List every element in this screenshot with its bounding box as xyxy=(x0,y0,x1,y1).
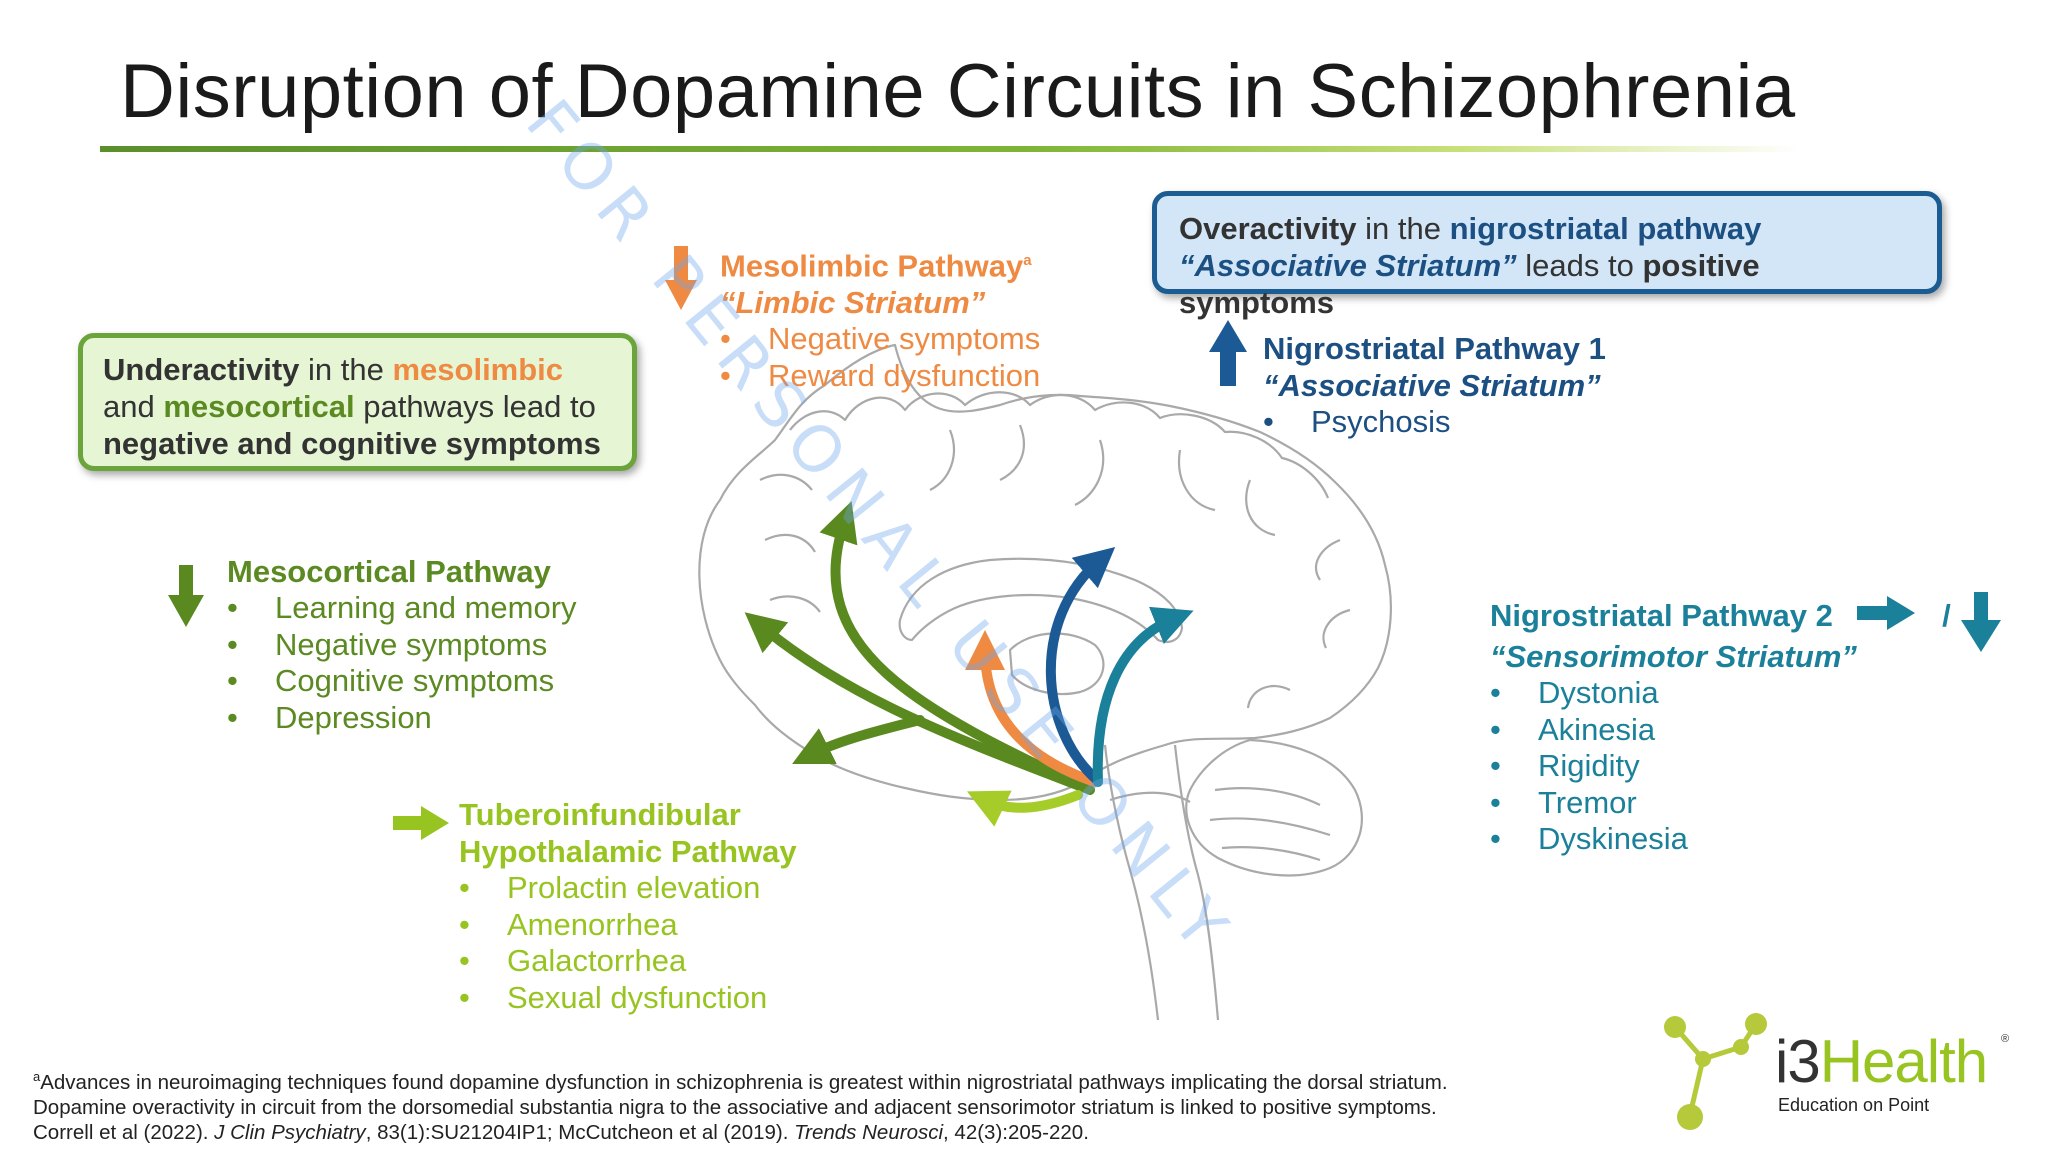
brain-outline xyxy=(698,343,1392,1021)
text-fragment: pathways lead to xyxy=(354,389,596,424)
footnote: aAdvances in neuroimaging techniques fou… xyxy=(33,1064,1448,1145)
tuberoinfundibular-arrow xyxy=(966,790,1083,827)
list-item: Galactorrhea xyxy=(459,943,797,980)
footnote-marker: a xyxy=(33,1069,41,1084)
list-item: Prolactin elevation xyxy=(459,870,797,907)
limbic-striatum-subheading: “Limbic Striatum” xyxy=(720,285,986,321)
footnote-marker: a xyxy=(1023,252,1032,269)
nigrostriatal-1-heading: Nigrostriatal Pathway 1 xyxy=(1263,331,1606,366)
nigrostriatal-2-section: Nigrostriatal Pathway 2 / “Sensorimotor … xyxy=(1490,592,2002,858)
text-fragment: leads to xyxy=(1516,248,1643,283)
text-fragment: and xyxy=(103,389,164,424)
logo-molecule-icon xyxy=(1664,1013,1767,1130)
mesolimbic-pathway-section: Mesolimbic Pathwaya “Limbic Striatum” Ne… xyxy=(720,242,1040,394)
list-item: Negative symptoms xyxy=(720,321,1040,358)
logo-prefix: i3 xyxy=(1775,1028,1821,1095)
list-item: Learning and memory xyxy=(227,590,577,627)
citation-text: Correll et al (2022). xyxy=(33,1120,215,1144)
mesocortical-arrow-frontal xyxy=(744,612,1090,793)
tuberoinfundibular-heading: Tuberoinfundibular xyxy=(459,797,741,832)
list-item: Amenorrhea xyxy=(459,907,797,944)
nigrostriatal-2-heading: Nigrostriatal Pathway 2 xyxy=(1490,598,1833,633)
citation-journal: J Clin Psychiatry xyxy=(214,1120,366,1144)
list-item: Rigidity xyxy=(1490,748,2001,785)
down-arrow-icon xyxy=(168,565,204,627)
underactivity-callout: Underactivity in the mesolimbic and meso… xyxy=(78,333,637,471)
overactivity-label: Overactivity xyxy=(1179,211,1357,246)
mesocortical-pathway-section: Mesocortical Pathway Learning and memory… xyxy=(227,553,577,736)
title-underline xyxy=(100,146,1800,152)
list-item: Cognitive symptoms xyxy=(227,663,577,700)
list-item: Sexual dysfunction xyxy=(459,980,797,1017)
sensorimotor-striatum-subheading: “Sensorimotor Striatum” xyxy=(1490,639,1857,674)
text-fragment: in the xyxy=(299,352,393,387)
logo-wordmark: i3Health xyxy=(1775,1027,1988,1096)
list-item: Tremor xyxy=(1490,785,2001,822)
list-item: Dystonia xyxy=(1490,675,2001,712)
nigrostriatal-2-arrow xyxy=(1092,606,1194,787)
logo-name: Health xyxy=(1819,1028,1988,1095)
separator: / xyxy=(1942,598,1951,633)
associative-striatum-subheading: “Associative Striatum” xyxy=(1263,368,1601,403)
logo-tagline: Education on Point xyxy=(1778,1095,1930,1115)
positive-symptoms-label: positive symptoms xyxy=(1179,248,1760,320)
mesolimbic-heading: Mesolimbic Pathway xyxy=(720,248,1024,284)
list-item: Psychosis xyxy=(1263,404,1606,441)
overactivity-callout: Overactivity in the nigrostriatal pathwa… xyxy=(1152,191,1942,320)
footnote-line: Dopamine overactivity in circuit from th… xyxy=(33,1095,1437,1119)
associative-striatum-label: “Associative Striatum” xyxy=(1179,248,1517,283)
right-arrow-icon xyxy=(1857,596,1916,630)
mesolimbic-arrow xyxy=(965,630,1100,787)
tuberoinfundibular-section: Tuberoinfundibular Hypothalamic Pathway … xyxy=(459,796,797,1016)
mesolimbic-label: mesolimbic xyxy=(392,352,564,387)
up-arrow-icon xyxy=(1209,320,1247,386)
mesocortical-label: mesocortical xyxy=(163,389,355,424)
list-item: Depression xyxy=(227,700,577,737)
mesocortical-arrow-upper xyxy=(819,501,1095,795)
pathway-arrows xyxy=(744,501,1194,827)
footnote-line: Advances in neuroimaging techniques foun… xyxy=(40,1070,1448,1094)
list-item: Akinesia xyxy=(1490,712,2001,749)
list-item: Reward dysfunction xyxy=(720,358,1040,395)
page-title: Disruption of Dopamine Circuits in Schiz… xyxy=(120,49,1796,134)
citation-text: , 42(3):205-220. xyxy=(943,1120,1089,1144)
nigrostriatal-label: nigrostriatal pathway xyxy=(1449,211,1762,246)
underactivity-label: Underactivity xyxy=(103,352,300,387)
citation-text: , 83(1):SU21204IP1; McCutcheon et al (20… xyxy=(365,1120,795,1144)
mesocortical-arrow-lower xyxy=(792,715,925,764)
right-arrow-icon xyxy=(393,806,449,840)
down-arrow-icon xyxy=(665,246,697,310)
down-arrow-icon xyxy=(1961,592,2002,652)
nigrostriatal-1-arrow xyxy=(1045,546,1116,785)
list-item: Negative symptoms xyxy=(227,627,577,664)
registered-mark: ® xyxy=(2001,1033,2010,1045)
nigrostriatal-1-section: Nigrostriatal Pathway 1 “Associative Str… xyxy=(1263,330,1606,441)
citation-journal: Trends Neurosci xyxy=(794,1120,944,1144)
list-item: Dyskinesia xyxy=(1490,821,2001,858)
text-fragment: in the xyxy=(1356,211,1450,246)
mesocortical-heading: Mesocortical Pathway xyxy=(227,554,551,589)
symptoms-label: negative and cognitive symptoms xyxy=(103,426,601,461)
hypothalamic-pathway-heading: Hypothalamic Pathway xyxy=(459,834,797,869)
